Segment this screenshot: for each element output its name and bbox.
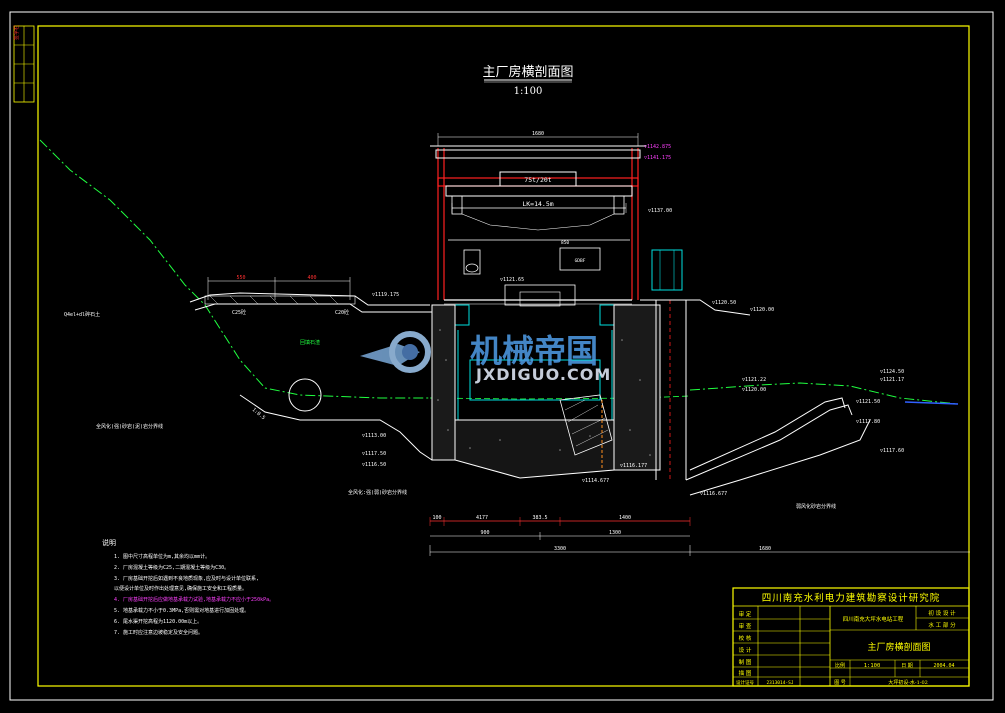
- watermark-text: 机械帝国: [470, 332, 598, 370]
- note-line: 3. 厂房基础开挖后如遇到不良地质现象,应及时与设计单位联系,: [114, 575, 259, 582]
- substructure-concrete: [431, 304, 661, 479]
- elev-right-3: ▽1121.50: [856, 399, 880, 405]
- note-line: 1. 图中尺寸高程单位为m,其余均以mm计。: [114, 553, 210, 560]
- number-value: 大坪初设-水-1-02: [888, 679, 928, 686]
- bridge-crane: 75t/20t LK=14.5m: [445, 171, 633, 231]
- boulder-circle: [288, 378, 322, 412]
- elev-left-2: ▽1117.50: [362, 451, 386, 457]
- tailrace-gate-structure: [640, 249, 751, 480]
- crane-span: LK=14.5m: [522, 200, 553, 208]
- dim-bottom-seg-0: 100: [432, 515, 441, 521]
- dim-bottom-mid-1: 1300: [609, 530, 621, 536]
- project-name: 四川南充大坪水电站工程: [843, 615, 904, 623]
- stage-2: 水 工 部 分: [928, 621, 956, 629]
- dim-bottom-seg-1: 4177: [476, 515, 488, 521]
- scale-value: 1:100: [864, 663, 881, 669]
- dim-bottom-total: 3300: [554, 546, 566, 552]
- watermark: 机械帝国 JXDIGUO.COM: [360, 331, 611, 384]
- elev-crane-rail: ▽1137.00: [648, 208, 672, 214]
- drawing-title: 主厂房横剖面图: [482, 64, 573, 80]
- label-note-left: 全风化(强)砂岩(泥)岩分界线: [96, 423, 163, 430]
- stage-1: 初 设 设 计: [928, 609, 956, 617]
- side-stamp: 签字栏: [13, 25, 20, 40]
- dim-850: 850: [561, 240, 569, 246]
- date-label: 日 期: [901, 663, 913, 669]
- inner-frame: [37, 25, 970, 687]
- dim-bottom-seg-3: 1400: [619, 515, 631, 521]
- title-drawing-name: 主厂房横剖面图: [867, 641, 930, 653]
- roof: [430, 145, 646, 159]
- elev-floor-right: ▽1120.50: [712, 300, 736, 306]
- elev-roof-top: ▽1142.875: [644, 144, 671, 150]
- elev-draft-1: ▽1116.177: [620, 463, 647, 469]
- scale-label: 比例: [835, 662, 845, 669]
- elev-right-4: ▽1117.80: [856, 419, 880, 425]
- note-line: 6. 尾水渠开挖高程为1120.00m以上。: [114, 618, 202, 625]
- title-institute: 四川南充水利电力建筑勘察设计研究院: [762, 592, 941, 604]
- dim-bottom-right: 1680: [759, 546, 771, 552]
- notes-heading: 说明: [102, 538, 116, 547]
- dim-left-span: 550: [236, 275, 245, 281]
- draft-tube: [559, 394, 613, 470]
- outer-frame: [9, 11, 994, 701]
- elev-right-2: ▽1121.17: [880, 377, 904, 383]
- elevation-labels: ▽1142.875 ▽1141.175 ▽1137.00 ▽1119.175 ▽…: [362, 144, 904, 497]
- role-review: 审 查: [739, 622, 752, 630]
- elev-tailwater-3: ▽1120.00: [742, 387, 766, 393]
- title-block: 四川南充水利电力建筑勘察设计研究院 审 定 审 查 校 核 设 计 制 图 描 …: [732, 587, 970, 687]
- label-c25: C25砼: [232, 309, 246, 316]
- label-note-right: 弱风化砂岩分界线: [796, 503, 836, 510]
- generator-label: GDBF: [575, 258, 586, 264]
- note-line: 2. 厂房混凝土等级为C25,二期混凝土等级为C30。: [114, 564, 229, 571]
- elev-roof-beam: ▽1141.175: [644, 155, 671, 161]
- elev-floor-left: ▽1119.175: [372, 292, 399, 298]
- cert-value: 2313014-SJ: [766, 680, 793, 686]
- dim-roof-width: 1680: [532, 131, 544, 137]
- dim-bottom-mid-0: 900: [480, 530, 489, 536]
- drawing-scale: 1:100: [514, 86, 543, 97]
- bottom-dimensions: 100 4177 383.5 1400 900 1300 3300 1680: [429, 515, 970, 556]
- role-approve: 审 定: [739, 610, 752, 618]
- label-rock-left: Q4el+dl碎石土: [64, 311, 100, 318]
- elev-tailwater-2: ▽1121.22: [742, 377, 766, 383]
- number-label: 图 号: [834, 680, 846, 686]
- elev-right-1: ▽1124.50: [880, 369, 904, 375]
- elev-left-3: ▽1116.50: [362, 462, 386, 468]
- generator-floor: GDBF: [444, 247, 632, 307]
- elev-draft-2: ▽1114.677: [582, 478, 609, 484]
- dim-bottom-seg-2: 383.5: [532, 515, 547, 521]
- elev-left-1: ▽1113.00: [362, 433, 386, 439]
- role-check: 校 核: [739, 634, 752, 642]
- notes-block: 说明 1. 图中尺寸高程单位为m,其余均以mm计。 2. 厂房混凝土等级为C25…: [102, 538, 274, 636]
- platform-slabs: C25砼 C20砼: [204, 295, 356, 316]
- note-line: 7. 施工时应注意边坡稳定及安全问题。: [114, 629, 203, 636]
- note-line: 5. 地基承载力不小于0.3MPa,否则需对地基进行加固处理。: [114, 607, 249, 614]
- role-draft: 制 图: [739, 658, 752, 666]
- cert-label: 设计证号: [736, 679, 754, 686]
- dim-left-span2: 400: [307, 275, 316, 281]
- terrain-line: [39, 139, 959, 405]
- substructure-walls: [454, 304, 615, 420]
- label-c20: C20砼: [335, 309, 349, 316]
- elev-floor-gen: ▽1121.65: [500, 277, 524, 283]
- crane-capacity: 75t/20t: [524, 176, 551, 184]
- elev-draft-3: ▽1116.677: [700, 491, 727, 497]
- note-line-highlight: 4. 厂房基础开挖后应做地基承载力试验,地基承载力不应小于250kPa。: [114, 596, 274, 603]
- elev-right-5: ▽1117.60: [880, 448, 904, 454]
- note-line: 以便设计单位及时作出处理意见,确保施工安全和工程质量。: [114, 585, 247, 592]
- label-note-bottom: 全风化:强(弱)砂岩分界线: [348, 489, 407, 496]
- elev-tailwater-1: ▽1120.00: [750, 307, 774, 313]
- role-design: 设 计: [739, 646, 752, 654]
- tailrace-channel: [685, 397, 871, 496]
- watermark-url: JXDIGUO.COM: [475, 365, 611, 384]
- date-value: 2004.04: [933, 663, 954, 669]
- tailwater-level-line: [904, 401, 959, 405]
- roof-dimension: 1680: [437, 131, 639, 146]
- role-trace: 描 图: [739, 669, 752, 677]
- label-backfill: 回填石渣: [300, 339, 320, 346]
